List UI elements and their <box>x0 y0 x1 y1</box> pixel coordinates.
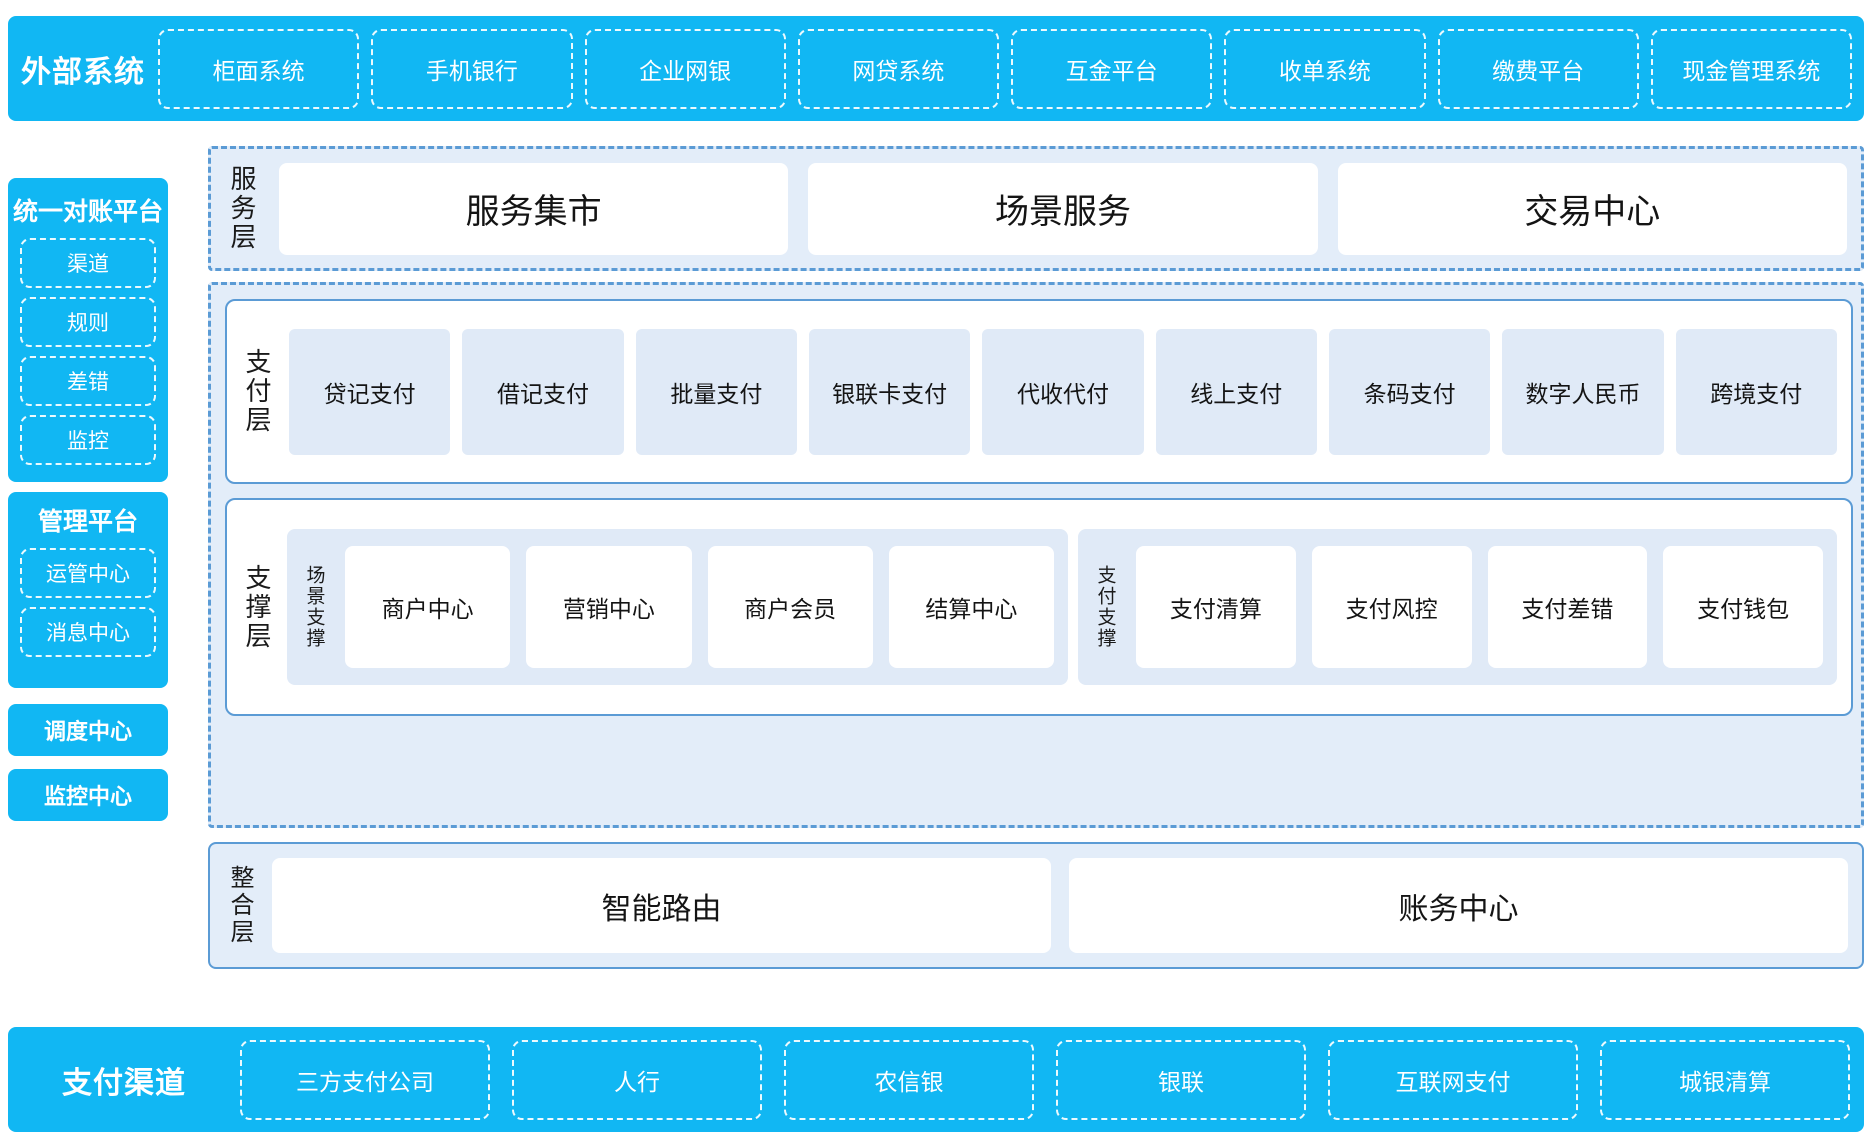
scheduling-center-block[interactable]: 调度中心 <box>8 704 168 756</box>
service-layer-row: 服务层 服务集市 场景服务 交易中心 <box>211 149 1861 268</box>
external-system-item[interactable]: 缴费平台 <box>1437 28 1639 109</box>
scene-support-card[interactable]: 结算中心 <box>888 546 1055 668</box>
service-layer-group: 服务层 服务集市 场景服务 交易中心 <box>208 146 1864 271</box>
external-systems-bar: 外部系统 柜面系统 手机银行 企业网银 网贷系统 互金平台 收单系统 缴费平台 … <box>8 16 1864 121</box>
service-layer-card[interactable]: 场景服务 <box>808 162 1318 255</box>
external-systems-list: 柜面系统 手机银行 企业网银 网贷系统 互金平台 收单系统 缴费平台 现金管理系… <box>158 28 1852 109</box>
recon-platform-item[interactable]: 监控 <box>20 415 156 465</box>
integration-layer-box: 整合层 智能路由 账务中心 <box>208 842 1864 969</box>
payment-support-card[interactable]: 支付差错 <box>1487 546 1648 668</box>
recon-platform-item[interactable]: 渠道 <box>20 238 156 288</box>
service-layer-cards: 服务集市 场景服务 交易中心 <box>279 162 1847 255</box>
payment-channel-item[interactable]: 城银清算 <box>1600 1039 1850 1120</box>
integration-layer-card[interactable]: 账务中心 <box>1069 858 1848 953</box>
payment-layer-label: 支付层 <box>242 348 272 435</box>
recon-platform-title: 统一对账平台 <box>13 198 164 226</box>
payment-layer-card[interactable]: 条码支付 <box>1328 328 1491 455</box>
payment-support-card[interactable]: 支付钱包 <box>1663 546 1824 668</box>
payment-channels-list: 三方支付公司 人行 农信银 银联 互联网支付 城银清算 <box>240 1039 1850 1120</box>
scene-support-card[interactable]: 营销中心 <box>526 546 692 668</box>
payment-channel-item[interactable]: 三方支付公司 <box>240 1039 490 1120</box>
payment-support-panel: 支付支撑 支付清算 支付风控 支付差错 支付钱包 <box>1078 529 1837 685</box>
payment-channels-title: 支付渠道 <box>62 1066 186 1100</box>
payment-layer-card[interactable]: 贷记支付 <box>289 328 451 455</box>
payment-channel-item[interactable]: 银联 <box>1056 1039 1306 1120</box>
payment-layer-card[interactable]: 数字人民币 <box>1502 328 1664 455</box>
platform-panel-area: 服务层 服务集市 场景服务 交易中心 支付层 贷记支付 借记支付 批量支付 银联… <box>208 140 1864 1012</box>
scene-support-cards: 商户中心 营销中心 商户会员 结算中心 <box>345 546 1055 668</box>
payment-layer-card[interactable]: 银联卡支付 <box>808 328 971 455</box>
recon-platform-item[interactable]: 差错 <box>20 356 156 406</box>
management-platform-item[interactable]: 消息中心 <box>20 607 156 657</box>
payment-layer-card[interactable]: 跨境支付 <box>1675 328 1837 455</box>
payment-channel-item[interactable]: 农信银 <box>784 1039 1034 1120</box>
payment-channel-item[interactable]: 人行 <box>512 1039 762 1120</box>
external-system-item[interactable]: 柜面系统 <box>158 28 360 109</box>
integration-layer-row: 整合层 智能路由 账务中心 <box>210 844 1862 967</box>
service-layer-card[interactable]: 服务集市 <box>279 162 789 255</box>
management-platform-block: 管理平台 运管中心 消息中心 <box>8 492 168 688</box>
payment-support-card[interactable]: 支付风控 <box>1311 546 1472 668</box>
payment-layer-cards: 贷记支付 借记支付 批量支付 银联卡支付 代收代付 线上支付 条码支付 数字人民… <box>289 328 1837 455</box>
external-systems-title: 外部系统 <box>21 55 145 89</box>
payment-channels-bar: 支付渠道 三方支付公司 人行 农信银 银联 互联网支付 城银清算 <box>8 1027 1864 1132</box>
recon-platform-block: 统一对账平台 渠道 规则 差错 监控 <box>8 178 168 482</box>
scene-support-card[interactable]: 商户会员 <box>707 546 873 668</box>
monitoring-center-block[interactable]: 监控中心 <box>8 769 168 821</box>
external-system-item[interactable]: 网贷系统 <box>797 28 999 109</box>
payment-layer-card[interactable]: 线上支付 <box>1155 328 1317 455</box>
recon-platform-item[interactable]: 规则 <box>20 297 156 347</box>
payment-layer-card[interactable]: 批量支付 <box>635 328 797 455</box>
payment-layer-card[interactable]: 代收代付 <box>982 328 1144 455</box>
scene-support-label: 场景支撑 <box>303 565 325 649</box>
support-layer-row: 支撑层 场景支撑 商户中心 营销中心 商户会员 结算中心 支付支撑 <box>227 500 1851 714</box>
scene-support-card[interactable]: 商户中心 <box>345 546 511 668</box>
integration-layer-card[interactable]: 智能路由 <box>272 858 1051 953</box>
payment-and-support-group: 支付层 贷记支付 借记支付 批量支付 银联卡支付 代收代付 线上支付 条码支付 … <box>208 282 1864 828</box>
external-system-item[interactable]: 现金管理系统 <box>1650 28 1852 109</box>
support-layer-box: 支撑层 场景支撑 商户中心 营销中心 商户会员 结算中心 支付支撑 <box>225 498 1853 716</box>
scene-support-panel: 场景支撑 商户中心 营销中心 商户会员 结算中心 <box>287 529 1069 685</box>
payment-layer-box: 支付层 贷记支付 借记支付 批量支付 银联卡支付 代收代付 线上支付 条码支付 … <box>225 299 1853 484</box>
external-system-item[interactable]: 手机银行 <box>371 28 573 109</box>
payment-channel-item[interactable]: 互联网支付 <box>1328 1039 1578 1120</box>
integration-layer-cards: 智能路由 账务中心 <box>272 858 1848 953</box>
external-system-item[interactable]: 企业网银 <box>584 28 786 109</box>
management-platform-title: 管理平台 <box>37 508 138 536</box>
external-system-item[interactable]: 收单系统 <box>1224 28 1426 109</box>
integration-layer-label: 整合层 <box>226 865 253 946</box>
external-system-item[interactable]: 互金平台 <box>1011 28 1213 109</box>
service-layer-card[interactable]: 交易中心 <box>1337 162 1847 255</box>
service-layer-label: 服务层 <box>227 165 257 252</box>
support-layer-label: 支撑层 <box>242 563 272 651</box>
payment-support-label: 支付支撑 <box>1094 565 1116 649</box>
payment-layer-row: 支付层 贷记支付 借记支付 批量支付 银联卡支付 代收代付 线上支付 条码支付 … <box>227 301 1851 482</box>
payment-layer-card[interactable]: 借记支付 <box>462 328 624 455</box>
payment-support-cards: 支付清算 支付风控 支付差错 支付钱包 <box>1136 546 1824 668</box>
payment-support-card[interactable]: 支付清算 <box>1136 546 1296 668</box>
management-platform-item[interactable]: 运管中心 <box>20 548 156 598</box>
